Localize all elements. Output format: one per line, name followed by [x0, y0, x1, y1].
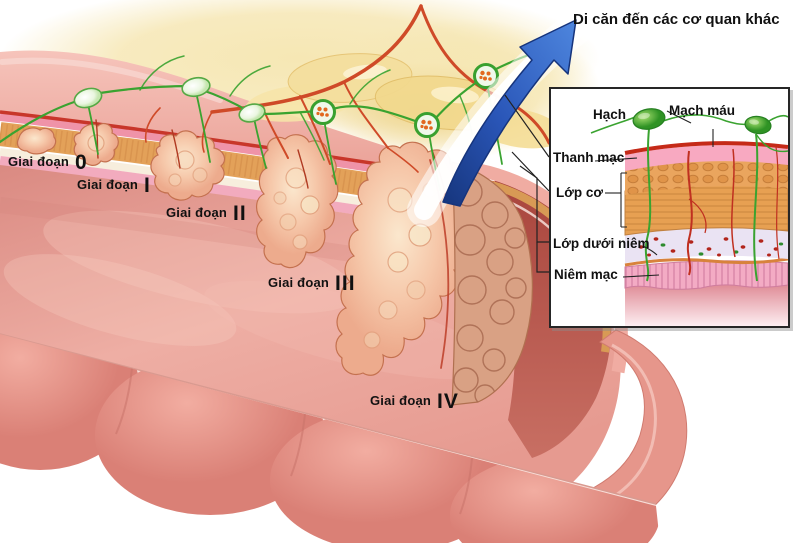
metastasis-label: Di căn đến các cơ quan khác — [573, 11, 780, 28]
stage-text: Giai đoạn — [8, 154, 70, 169]
tumor-stage-0 — [16, 127, 57, 155]
stage-text: Giai đoạn — [370, 393, 432, 408]
stage-text: Giai đoạn — [166, 205, 228, 220]
inset-mucosa — [624, 260, 788, 290]
lymph-nodes — [73, 63, 499, 138]
inset-serosa-band — [625, 145, 788, 171]
inset-panel: Hạch Mạch máu Thanh mạc Lớp cơ Lớp dưới … — [549, 87, 790, 328]
inset-label-hach: Hạch — [593, 107, 627, 122]
tumor-stage-3 — [256, 134, 339, 269]
inset-illustration — [590, 108, 788, 326]
inset-label-lop-duoi-niem: Lớp dưới niêm — [553, 236, 650, 251]
inset-submucosa — [625, 225, 788, 263]
stage-numeral: III — [335, 272, 356, 295]
lymph-node-icon — [73, 76, 266, 123]
stage-text: Giai đoạn — [77, 177, 139, 192]
inset-tissue — [590, 108, 788, 326]
stage-label-4: Giai đoạn IV — [370, 390, 459, 414]
stage-numeral: 0 — [75, 151, 88, 174]
inset-lymph-node-icon — [632, 108, 772, 135]
inset-label-mach-mau: Mạch máu — [669, 103, 736, 118]
metastasis-arrow-icon — [407, 11, 593, 227]
inset-label-lop-co: Lớp cơ — [556, 185, 603, 200]
inset-serosa-line — [624, 141, 788, 155]
inset-leader-lines — [594, 110, 714, 278]
stage-label-3: Giai đoạn III — [268, 272, 356, 296]
stage-label-1: Giai đoạn I — [77, 174, 151, 198]
leader-lines — [504, 94, 550, 273]
inset-lumen — [625, 279, 788, 326]
inset-label-niem-mac: Niêm mạc — [554, 267, 618, 282]
stage-numeral: II — [233, 202, 247, 225]
stage-numeral: I — [144, 174, 151, 197]
stage-text: Giai đoạn — [268, 275, 330, 290]
tumor-stage-2 — [150, 130, 226, 201]
stage-label-2: Giai đoạn II — [166, 202, 247, 226]
inset-vessel-dots — [638, 237, 779, 257]
stage-numeral: IV — [437, 390, 459, 413]
inset-outer-muscle — [625, 159, 788, 195]
stage-label-0: Giai đoạn 0 — [8, 151, 88, 175]
inset-label-thanh-mac: Thanh mạc — [553, 150, 625, 165]
inset-muscularis-line — [624, 257, 788, 267]
inset-blood-vessels — [686, 146, 780, 276]
